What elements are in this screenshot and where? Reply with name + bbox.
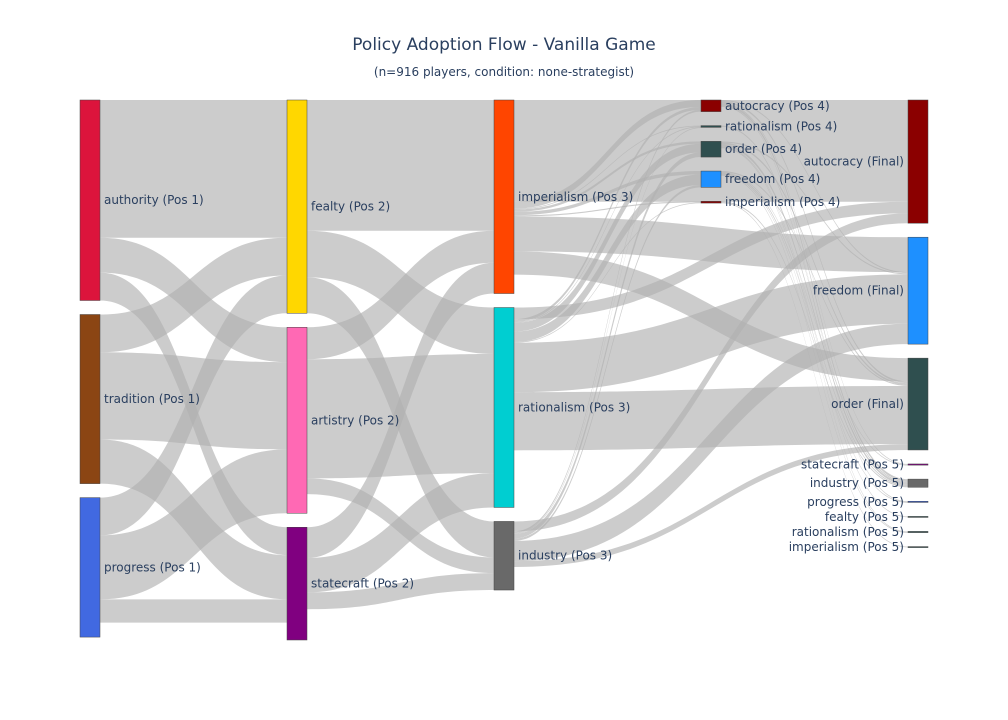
link-i3-to-fr4 [514, 171, 701, 216]
link-in3-to-auF [514, 213, 908, 532]
link-in3-to-oF [514, 444, 908, 567]
link-o4-to-oF [721, 142, 908, 385]
link-in3-to-au4 [514, 109, 701, 534]
node-label-fr4: freedom (Pos 4) [725, 172, 820, 186]
link-f2-to-i3 [307, 100, 494, 231]
link-au4-to-in5 [721, 103, 908, 482]
link-r3-to-frF [514, 274, 908, 393]
link-o4-to-in5 [721, 144, 908, 485]
node-ar2 [286, 327, 308, 514]
node-in5 [907, 478, 929, 488]
node-label-i4: imperialism (Pos 4) [725, 195, 840, 209]
link-fr4-to-in5 [721, 173, 908, 487]
chart-subtitle: (n=916 players, condition: none-strategi… [374, 65, 634, 79]
node-i5 [907, 546, 929, 548]
node-s2 [286, 527, 308, 641]
node-au4 [700, 99, 722, 112]
node-label-s2: statecraft (Pos 2) [311, 577, 414, 591]
node-p1 [79, 497, 101, 638]
node-oF [907, 357, 929, 451]
node-label-r5: rationalism (Pos 5) [792, 525, 904, 539]
node-frF [907, 236, 929, 345]
node-fr4 [700, 170, 722, 188]
link-r4-to-in5 [721, 125, 908, 483]
node-auF [907, 99, 929, 224]
link-in3-to-fr4 [514, 185, 701, 541]
chart-title: Policy Adoption Flow - Vanilla Game [352, 35, 655, 55]
link-i3-to-r4 [514, 125, 701, 210]
link-i3-to-i4 [514, 201, 701, 217]
link-i4-to-i5 [721, 202, 908, 548]
link-in3-to-r4 [514, 127, 701, 534]
link-i3-to-au4 [514, 100, 701, 209]
link-au4-to-frF [721, 100, 908, 274]
node-label-au4: autocracy (Pos 4) [725, 99, 830, 113]
node-label-o4: order (Pos 4) [725, 142, 802, 156]
link-t1-to-f2 [100, 237, 287, 353]
link-fr4-to-s5 [721, 172, 908, 466]
node-p5 [907, 501, 929, 503]
node-r4 [700, 125, 722, 128]
node-s5 [907, 463, 929, 466]
node-label-oF: order (Final) [831, 397, 904, 411]
node-in3 [493, 521, 515, 591]
link-p1-to-ar2 [100, 449, 287, 600]
link-o4-to-r5 [721, 147, 908, 533]
node-label-r3: rationalism (Pos 3) [518, 400, 630, 414]
node-a1 [79, 99, 101, 301]
node-i3 [493, 99, 515, 294]
link-r3-to-oF [514, 386, 908, 451]
link-r3-to-auF [514, 201, 908, 320]
node-f2 [286, 99, 308, 314]
link-r3-to-i4 [514, 202, 701, 343]
node-label-in3: industry (Pos 3) [518, 549, 612, 563]
link-fr4-to-p5 [721, 174, 908, 503]
node-label-i5: imperialism (Pos 5) [789, 540, 904, 554]
link-s2-to-in3 [307, 573, 494, 610]
node-label-p1: progress (Pos 1) [104, 560, 201, 574]
link-a1-to-f2 [100, 100, 287, 238]
link-o4-to-f5 [721, 146, 908, 518]
node-label-t1: tradition (Pos 1) [104, 392, 200, 406]
link-r3-to-r4 [514, 126, 701, 323]
node-label-f2: fealty (Pos 2) [311, 200, 390, 214]
link-ar2-to-i3 [307, 230, 494, 360]
node-t1 [79, 314, 101, 484]
link-fr4-to-r5 [721, 174, 908, 534]
node-i4 [700, 201, 722, 204]
node-o4 [700, 141, 722, 158]
link-p1-to-s2 [100, 599, 287, 623]
link-p1-to-f2 [100, 275, 287, 536]
link-au4-to-s5 [721, 102, 908, 465]
link-s2-to-r3 [307, 473, 494, 593]
link-i4-to-in5 [721, 201, 908, 488]
node-label-f5: fealty (Pos 5) [825, 510, 904, 524]
link-au4-to-oF [721, 101, 908, 384]
node-label-r4: rationalism (Pos 4) [725, 119, 837, 133]
node-r5 [907, 531, 929, 533]
link-i3-to-o4 [514, 141, 701, 212]
link-r3-to-au4 [514, 106, 701, 323]
node-f5 [907, 516, 929, 518]
sankey-nodes [79, 99, 929, 641]
sankey-node-labels: authority (Pos 1) tradition (Pos 1) progre… [104, 99, 904, 591]
link-r3-to-o4 [514, 143, 701, 332]
link-s2-to-i3 [307, 262, 494, 559]
node-label-frF: freedom (Final) [813, 284, 904, 298]
link-fr4-to-oF [721, 171, 908, 387]
node-label-in5: industry (Pos 5) [810, 476, 904, 490]
node-label-p5: progress (Pos 5) [807, 495, 904, 509]
node-r3 [493, 307, 515, 508]
node-label-ar2: artistry (Pos 2) [311, 413, 399, 427]
node-label-a1: authority (Pos 1) [104, 193, 204, 207]
link-in3-to-o4 [514, 152, 701, 539]
node-label-i3: imperialism (Pos 3) [518, 190, 633, 204]
node-label-auF: autocracy (Final) [804, 155, 904, 169]
node-label-s5: statecraft (Pos 5) [801, 458, 904, 472]
link-in3-to-frF [514, 323, 908, 562]
link-o4-to-frF [721, 141, 908, 275]
link-r3-to-fr4 [514, 174, 701, 343]
